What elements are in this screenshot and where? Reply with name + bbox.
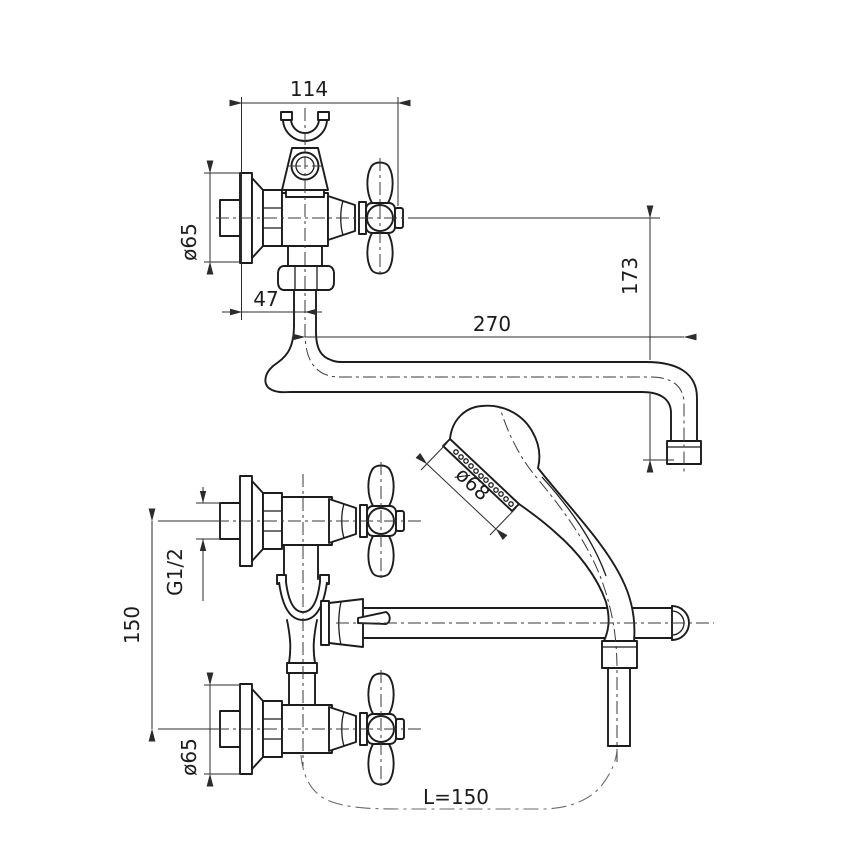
top-view-assembly (216, 108, 702, 472)
dim-line-thread-g12 (199, 487, 207, 601)
hand-shower (442, 404, 638, 747)
handset-hook-fork (280, 111, 330, 142)
mixer-body-column (283, 544, 319, 706)
dim-label-hose-length: L=150 (423, 785, 489, 809)
dim-label-width: 114 (290, 77, 328, 101)
dim-label-thread-size: G1/2 (163, 548, 187, 596)
dim-label-flange-top: ø65 (177, 223, 201, 261)
dim-line-handset-68 (415, 452, 508, 541)
dimension-annotations: 114 ø65 47 270 173 ø68 G1/2 150 ø65 L=15… (120, 77, 697, 809)
dim-label-flange-bottom: ø65 (177, 738, 201, 776)
spout-coupling-nut (277, 265, 335, 291)
dim-label-wall-offset: 47 (253, 287, 278, 311)
hose-pipe (607, 667, 631, 747)
dim-label-spout-drop: 173 (618, 257, 642, 295)
flexible-hose-path (300, 749, 618, 810)
dim-line-offset-47 (222, 308, 322, 316)
dim-label-valve-spacing: 150 (120, 606, 144, 644)
hose-connection-nut (601, 640, 638, 669)
diverter-lever (357, 611, 391, 625)
dim-label-spout-reach: 270 (473, 312, 511, 336)
